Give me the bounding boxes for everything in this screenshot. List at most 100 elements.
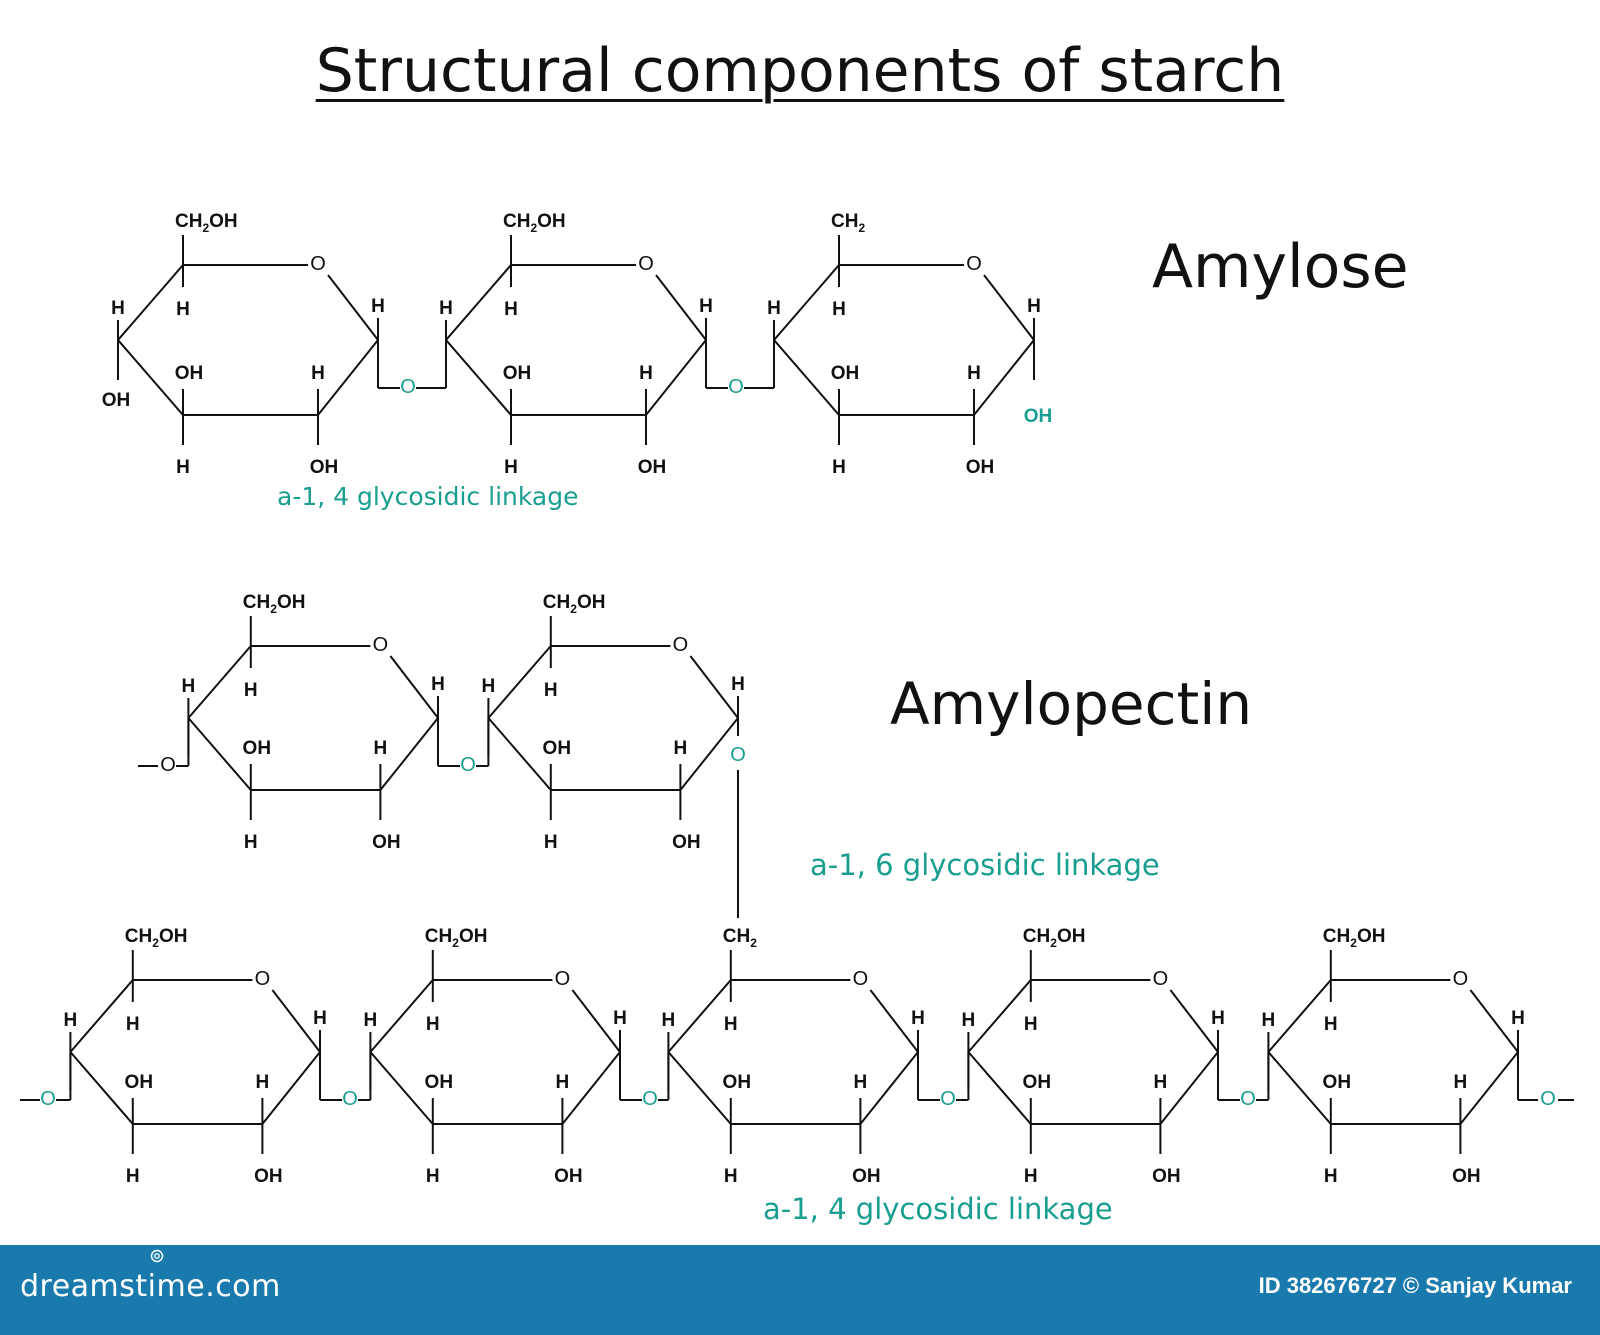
hydroxyl-group: OH: [638, 457, 667, 478]
hydrogen-atom: H: [439, 298, 453, 319]
glycosidic-oxygen: O: [1240, 1088, 1256, 1110]
hydrogen-atom: H: [731, 674, 745, 695]
hydrogen-atom: H: [426, 1166, 440, 1187]
hydrogen-atom: H: [431, 674, 445, 695]
ring-bond: [1159, 1051, 1219, 1125]
hydroxyl-group: OH: [243, 738, 272, 759]
hydroxyl-group: OH: [102, 390, 131, 411]
ring-bond: [1169, 989, 1219, 1053]
ring-bond: [379, 717, 439, 791]
hydrogen-atom: H: [111, 298, 125, 319]
hydrogen-atom: H: [662, 1010, 676, 1031]
hydrogen-atom: H: [832, 457, 846, 478]
hydrogen-atom: H: [1024, 1166, 1038, 1187]
ring-bond: [487, 645, 552, 719]
branch-oxygen: O: [730, 744, 746, 766]
branch-linkage-label: a-1, 6 glycosidic linkage: [810, 848, 1160, 882]
amylopectin-linkage-label: a-1, 4 glycosidic linkage: [763, 1192, 1113, 1226]
ring-bond: [1459, 1051, 1519, 1125]
glycosidic-oxygen: O: [342, 1088, 358, 1110]
hydrogen-atom: H: [504, 299, 518, 320]
hydrogen-atom: H: [311, 363, 325, 384]
brand-logo: dreamstime.com: [20, 1269, 281, 1304]
ring-bond: [327, 274, 379, 341]
ring-bond: [187, 645, 252, 719]
ch2oh-group: CH2OH: [543, 592, 606, 616]
hydroxyl-group: OH: [554, 1166, 583, 1187]
hydroxyl-group: OH: [1023, 1072, 1052, 1093]
glycosidic-oxygen: O: [940, 1088, 956, 1110]
ring-oxygen: O: [853, 968, 869, 990]
ring-oxygen: O: [1153, 968, 1169, 990]
ring-bond: [317, 339, 379, 416]
hydrogen-atom: H: [182, 676, 196, 697]
hydroxyl-group: OH: [125, 1072, 154, 1093]
hydrogen-atom: H: [967, 363, 981, 384]
glycosidic-oxygen: O: [460, 754, 476, 776]
hydrogen-atom: H: [504, 457, 518, 478]
ring-bond: [561, 1051, 621, 1125]
ring-bond: [667, 1051, 732, 1125]
amylose-linkage-label: a-1, 4 glycosidic linkage: [277, 482, 579, 511]
hydroxyl-group: OH: [310, 457, 339, 478]
hydrogen-atom: H: [1324, 1014, 1338, 1035]
ch2-group: CH2: [723, 926, 757, 950]
ring-oxygen: O: [966, 253, 982, 275]
ring-bond: [973, 339, 1035, 416]
hydrogen-atom: H: [767, 298, 781, 319]
hydrogen-atom: H: [1511, 1008, 1525, 1029]
ring-oxygen: O: [673, 634, 689, 656]
ring-bond: [369, 979, 434, 1053]
ring-oxygen: O: [310, 253, 326, 275]
hydroxyl-group: OH: [1152, 1166, 1181, 1187]
ch2oh-group: CH2OH: [1023, 926, 1086, 950]
hydrogen-atom: H: [639, 363, 653, 384]
ring-bond: [679, 717, 739, 791]
ring-bond: [655, 274, 707, 341]
chemical-structures: OCH2OHHHOHOHHHOHHOCH2OHHHOHHHOHHOCH2HHOH…: [20, 211, 1574, 1187]
hydrogen-atom: H: [256, 1072, 270, 1093]
hydroxyl-group: OH: [1323, 1072, 1352, 1093]
ch2oh-group: CH2OH: [125, 926, 188, 950]
glycosidic-oxygen: O: [160, 754, 176, 776]
glycosidic-oxygen: O: [40, 1088, 56, 1110]
diagram-title: Structural components of starch: [315, 36, 1285, 106]
hydrogen-atom: H: [962, 1010, 976, 1031]
ring-bond: [69, 1051, 134, 1125]
glycosidic-oxygen: O: [400, 376, 416, 398]
ring-bond: [689, 655, 739, 719]
ring-bond: [571, 989, 621, 1053]
hydroxyl-group: OH: [254, 1166, 283, 1187]
ring-bond: [271, 989, 321, 1053]
hydrogen-atom: H: [371, 296, 385, 317]
hydrogen-atom: H: [482, 676, 496, 697]
hydrogen-atom: H: [832, 299, 846, 320]
ring-bond: [983, 274, 1035, 341]
hydrogen-atom: H: [1024, 1014, 1038, 1035]
ring-bond: [445, 264, 512, 341]
hydrogen-atom: H: [674, 738, 688, 759]
hydrogen-atom: H: [126, 1166, 140, 1187]
ring-bond: [967, 1051, 1032, 1125]
hydrogen-atom: H: [1454, 1072, 1468, 1093]
ring-bond: [773, 339, 840, 416]
hydrogen-atom: H: [1211, 1008, 1225, 1029]
hydrogen-atom: H: [244, 832, 258, 853]
ring-bond: [69, 979, 134, 1053]
hydroxyl-group: OH: [503, 363, 532, 384]
hydrogen-atom: H: [1027, 296, 1041, 317]
hydroxyl-group: OH: [372, 832, 401, 853]
ring-bond: [445, 339, 512, 416]
ring-bond: [117, 339, 184, 416]
ring-oxygen: O: [555, 968, 571, 990]
glycosidic-oxygen: O: [642, 1088, 658, 1110]
ch2-group: CH2: [831, 211, 865, 235]
ring-bond: [859, 1051, 919, 1125]
ch2oh-group: CH2OH: [243, 592, 306, 616]
amylopectin-label: Amylopectin: [890, 670, 1253, 738]
hydrogen-atom: H: [854, 1072, 868, 1093]
ring-bond: [773, 264, 840, 341]
ring-bond: [1267, 979, 1332, 1053]
hydroxyl-group: OH: [966, 457, 995, 478]
